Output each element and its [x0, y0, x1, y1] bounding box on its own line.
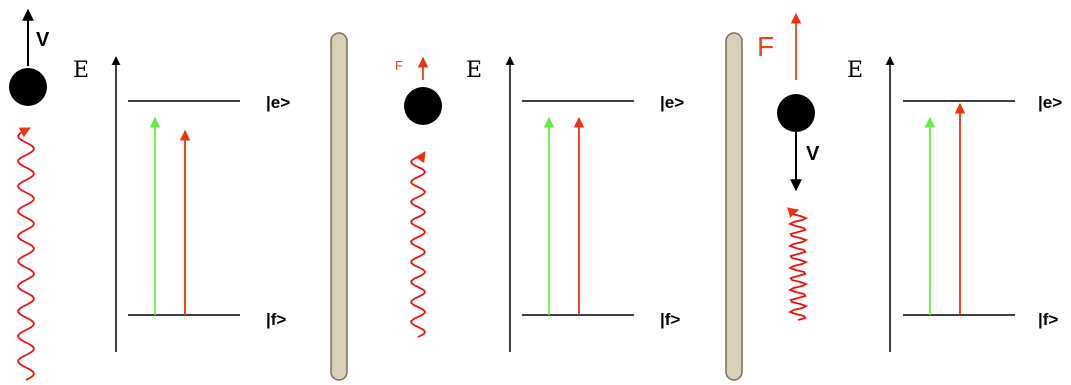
- ground-state-label: |f>: [660, 310, 680, 329]
- atom: [777, 94, 815, 132]
- energy-axis-label: E: [73, 58, 89, 83]
- ground-state-label: |f>: [266, 310, 286, 329]
- panel-3: F V E |e> |f>: [757, 12, 1062, 352]
- panel-1: V E |e> |f>: [9, 8, 290, 381]
- panel-2: F E |e> |f>: [395, 56, 684, 352]
- incoming-photon-wave: [17, 127, 35, 381]
- excited-state-label: |e>: [1038, 93, 1062, 112]
- incoming-photon-wave: [409, 151, 427, 338]
- incoming-photon-wave: [787, 207, 809, 321]
- excited-state-label: |e>: [266, 93, 290, 112]
- velocity-label: V: [806, 143, 820, 165]
- velocity-label: V: [36, 29, 50, 51]
- atom: [404, 87, 442, 125]
- energy-axis-label: E: [847, 58, 863, 83]
- panel-separator: [725, 32, 743, 381]
- energy-axis-label: E: [466, 58, 482, 83]
- excited-state-label: |e>: [660, 93, 684, 112]
- force-label: F: [395, 58, 403, 73]
- atom: [9, 68, 47, 106]
- ground-state-label: |f>: [1038, 310, 1058, 329]
- force-label: F: [757, 31, 774, 62]
- panel-separator: [330, 32, 348, 381]
